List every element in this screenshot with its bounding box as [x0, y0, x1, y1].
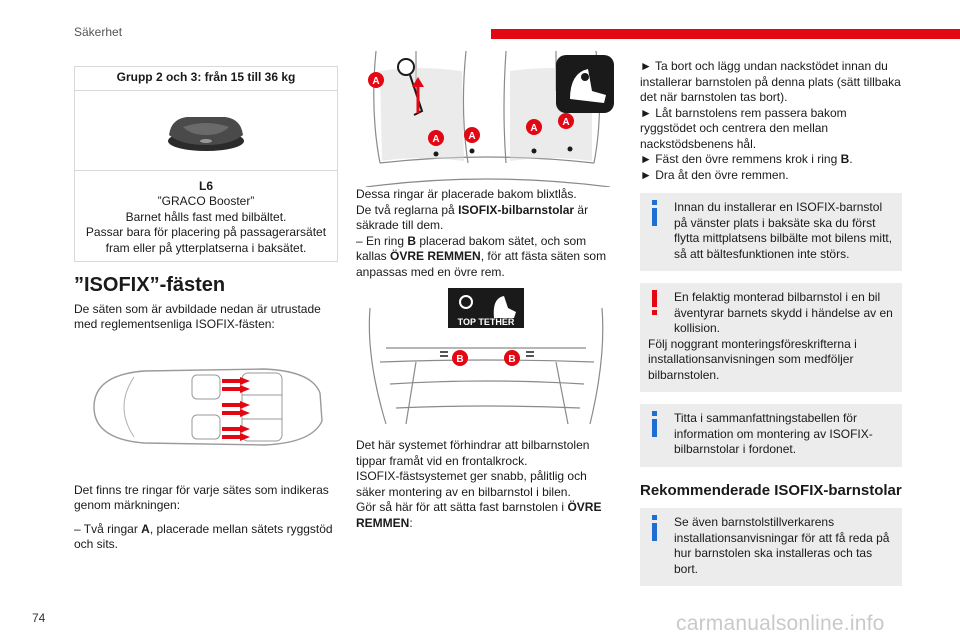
tether-howto-text: Gör så här för att sätta fast barnstolen… [356, 500, 602, 530]
step-1: ► Ta bort och lägg undan nackstödet inna… [640, 59, 901, 104]
label-a-1: A [372, 76, 379, 87]
column-1: Grupp 2 och 3: från 15 till 36 kg L6 ”GR… [74, 66, 338, 561]
seat-description-1: Barnet hålls fast med bilbältet. [125, 209, 287, 224]
info-note-2: Titta i sammanfattningstabellen för info… [640, 404, 902, 467]
ring-b-text: – En ring B placerad bakom sätet, och so… [356, 233, 607, 279]
label-a-2: A [432, 134, 439, 145]
car-seat-diagram [74, 353, 338, 461]
zipper-text: Dessa ringar är placerade bakom blixtlås… [356, 187, 577, 201]
boot-top-tether-figure: TOP TETHER B B [356, 288, 616, 428]
warning-note: En felaktig monterad bilbarnstol i en bi… [640, 283, 902, 392]
label-b-2: B [508, 354, 515, 365]
label-b-1: B [456, 354, 463, 365]
rear-seat-anchor-figure: A A A A A [356, 50, 616, 188]
info-icon [652, 200, 657, 226]
step-4: ► Dra åt den övre remmen. [640, 167, 789, 182]
rings-a-description: – Två ringar A, placerade mellan sätets … [74, 521, 333, 552]
section-accent-bar [491, 29, 960, 39]
watermark: carmanualsonline.info [676, 612, 885, 635]
label-a-3: A [468, 131, 475, 142]
warning-icon [652, 290, 657, 315]
seat-name: ”GRACO Booster” [157, 194, 255, 208]
step-2: ► Låt barnstolens rem passera bakom rygg… [640, 105, 847, 151]
info-note-3: Se även barnstolstillverkarens installat… [640, 508, 902, 586]
tip-prevention-text: Det här systemet förhindrar att bilbarns… [356, 438, 590, 468]
isofix-intro: De säten som är avbildade nedan är utrus… [74, 301, 321, 332]
latch-text: De två reglarna på ISOFIX-bilbarnstolar … [356, 202, 589, 233]
seat-description-2: Passar bara för placering på passagerars… [85, 225, 327, 255]
column-3: ► Ta bort och lägg undan nackstödet inna… [640, 59, 902, 598]
table-heading: Grupp 2 och 3: från 15 till 36 kg [75, 67, 337, 91]
label-a-5: A [562, 117, 569, 128]
isofix-benefit-text: ISOFIX-fästsystemet ger snabb, pålitlig … [356, 469, 587, 499]
child-seat-table: Grupp 2 och 3: från 15 till 36 kg L6 ”GR… [74, 66, 338, 262]
info-icon [652, 515, 657, 541]
info-note-1: Innan du installerar en ISOFIX-barnstol … [640, 193, 902, 271]
section-label: Säkerhet [74, 25, 123, 39]
top-tether-label: TOP TETHER [458, 317, 515, 327]
step-3: ► Fäst den övre remmens krok i ring B. [640, 152, 853, 166]
page-number: 74 [32, 611, 46, 625]
recommended-heading: Rekommenderade ISOFIX-barnstolar [640, 481, 902, 499]
rings-description: Det finns tre ringar för varje sätes som… [74, 482, 329, 513]
isofix-title: ”ISOFIX”-fästen [74, 274, 226, 296]
column-2: A A A A A Dessa ringar är placerade bako… [356, 50, 616, 531]
label-a-4: A [530, 123, 537, 134]
info-icon [652, 411, 657, 437]
seat-code: L6 [198, 178, 213, 193]
booster-seat-image [75, 91, 337, 171]
